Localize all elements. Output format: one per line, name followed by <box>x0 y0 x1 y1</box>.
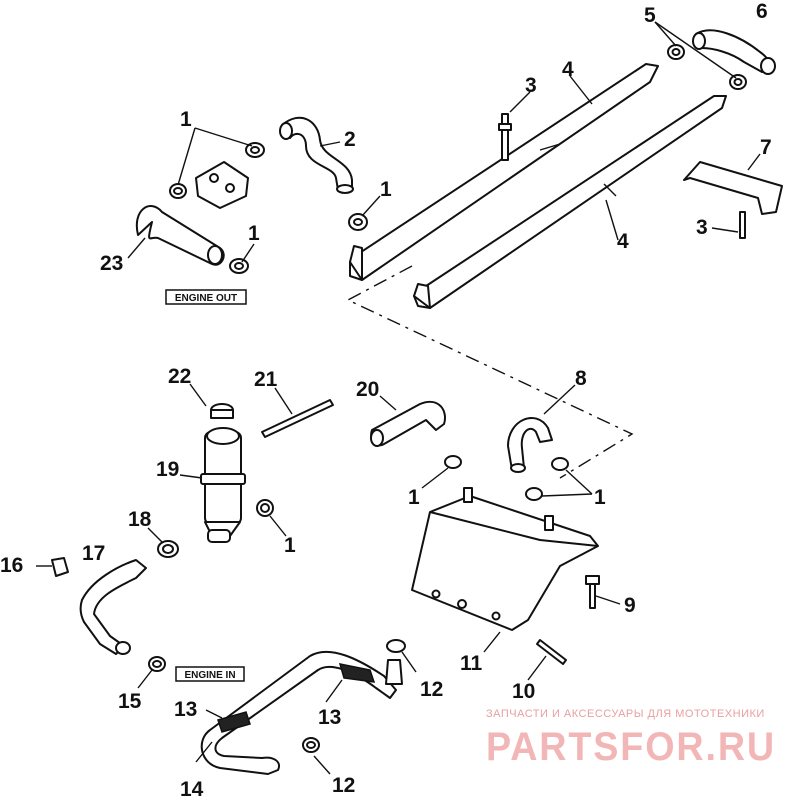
cap-22 <box>210 403 234 419</box>
callout-3: 3 <box>696 216 708 239</box>
callout-23: 23 <box>100 252 123 275</box>
watermark: ЗАПЧАСТИ И АКСЕССУАРЫ ДЛЯ МОТОТЕХНИКИ PA… <box>486 708 776 769</box>
callout-1: 1 <box>284 534 296 557</box>
bracket-7 <box>683 161 783 215</box>
bolt-3b <box>739 211 746 239</box>
callout-15: 15 <box>118 690 142 713</box>
callout-17: 17 <box>82 542 105 565</box>
hose-8 <box>507 417 553 473</box>
corrugation-13a <box>217 711 251 733</box>
engine-out-label-box: ENGINE OUT <box>165 289 247 305</box>
hose-23 <box>135 205 225 266</box>
engine-in-label-box: ENGINE IN <box>175 666 245 682</box>
callout-12: 12 <box>332 774 355 797</box>
clamp-1c <box>229 258 249 274</box>
callout-14: 14 <box>180 778 204 799</box>
clamp-12a <box>385 639 406 685</box>
clamp-12b <box>302 737 320 753</box>
clamp-1d <box>348 213 368 231</box>
callout-numbers: 1 2 1 1 23 3 4 5 6 7 3 4 22 21 20 8 19 1… <box>0 0 772 799</box>
watermark-brand: PARTSFOR.RU <box>486 725 776 769</box>
screw-10 <box>536 639 567 665</box>
reservoir-19 <box>200 427 246 543</box>
clamp-5b <box>729 74 747 90</box>
bolt-3a <box>498 113 512 161</box>
callout-3: 3 <box>525 74 537 97</box>
callout-18: 18 <box>128 508 152 531</box>
callout-8: 8 <box>575 367 587 390</box>
callout-9: 9 <box>624 594 636 617</box>
clamp-8b <box>525 487 543 501</box>
callout-1: 1 <box>380 178 392 201</box>
bolt-9 <box>585 575 600 609</box>
hose-20 <box>370 401 446 447</box>
engine-out-label: ENGINE OUT <box>175 293 237 304</box>
callout-13: 13 <box>318 706 341 729</box>
callout-12: 12 <box>420 678 443 701</box>
corrugation-13b <box>338 663 376 683</box>
callout-13: 13 <box>174 698 197 721</box>
clip-16 <box>51 557 69 577</box>
callout-1: 1 <box>594 486 606 509</box>
callout-5: 5 <box>644 4 656 27</box>
callout-1: 1 <box>180 108 192 131</box>
heat-shield-11 <box>411 487 599 631</box>
clamp-1b <box>169 183 187 199</box>
hose-2 <box>279 116 354 194</box>
clamp-1a <box>245 142 265 158</box>
callout-1: 1 <box>248 222 260 245</box>
callout-2: 2 <box>344 128 356 151</box>
heat-exchanger-rail-upper <box>349 63 659 281</box>
callout-11: 11 <box>460 652 483 675</box>
callout-19: 19 <box>156 458 179 481</box>
engine-in-label: ENGINE IN <box>184 670 235 681</box>
routing-line <box>346 265 634 479</box>
callout-16: 16 <box>0 554 23 577</box>
callout-10: 10 <box>512 680 535 703</box>
callout-1: 1 <box>408 486 420 509</box>
watermark-tagline: ЗАПЧАСТИ И АКСЕССУАРЫ ДЛЯ МОТОТЕХНИКИ <box>486 708 765 720</box>
clamp-18 <box>157 540 179 558</box>
callout-21: 21 <box>254 368 278 391</box>
clamp-8a <box>551 457 569 471</box>
rod-21 <box>261 399 334 438</box>
callout-7: 7 <box>760 136 772 159</box>
callout-4: 4 <box>562 58 574 81</box>
callout-4: 4 <box>617 230 629 253</box>
heat-exchanger-rail-lower <box>413 95 727 309</box>
leader-lines <box>36 21 761 775</box>
callout-22: 22 <box>168 365 191 388</box>
clamp-15 <box>148 656 166 672</box>
thermostat-housing <box>195 161 249 209</box>
callout-20: 20 <box>356 378 379 401</box>
clamp-5a <box>667 44 685 60</box>
clamp-1f <box>444 455 462 469</box>
hose-6 <box>692 29 776 75</box>
clamp-1e <box>256 499 274 517</box>
hose-17 <box>79 559 147 655</box>
callout-6: 6 <box>756 0 768 23</box>
